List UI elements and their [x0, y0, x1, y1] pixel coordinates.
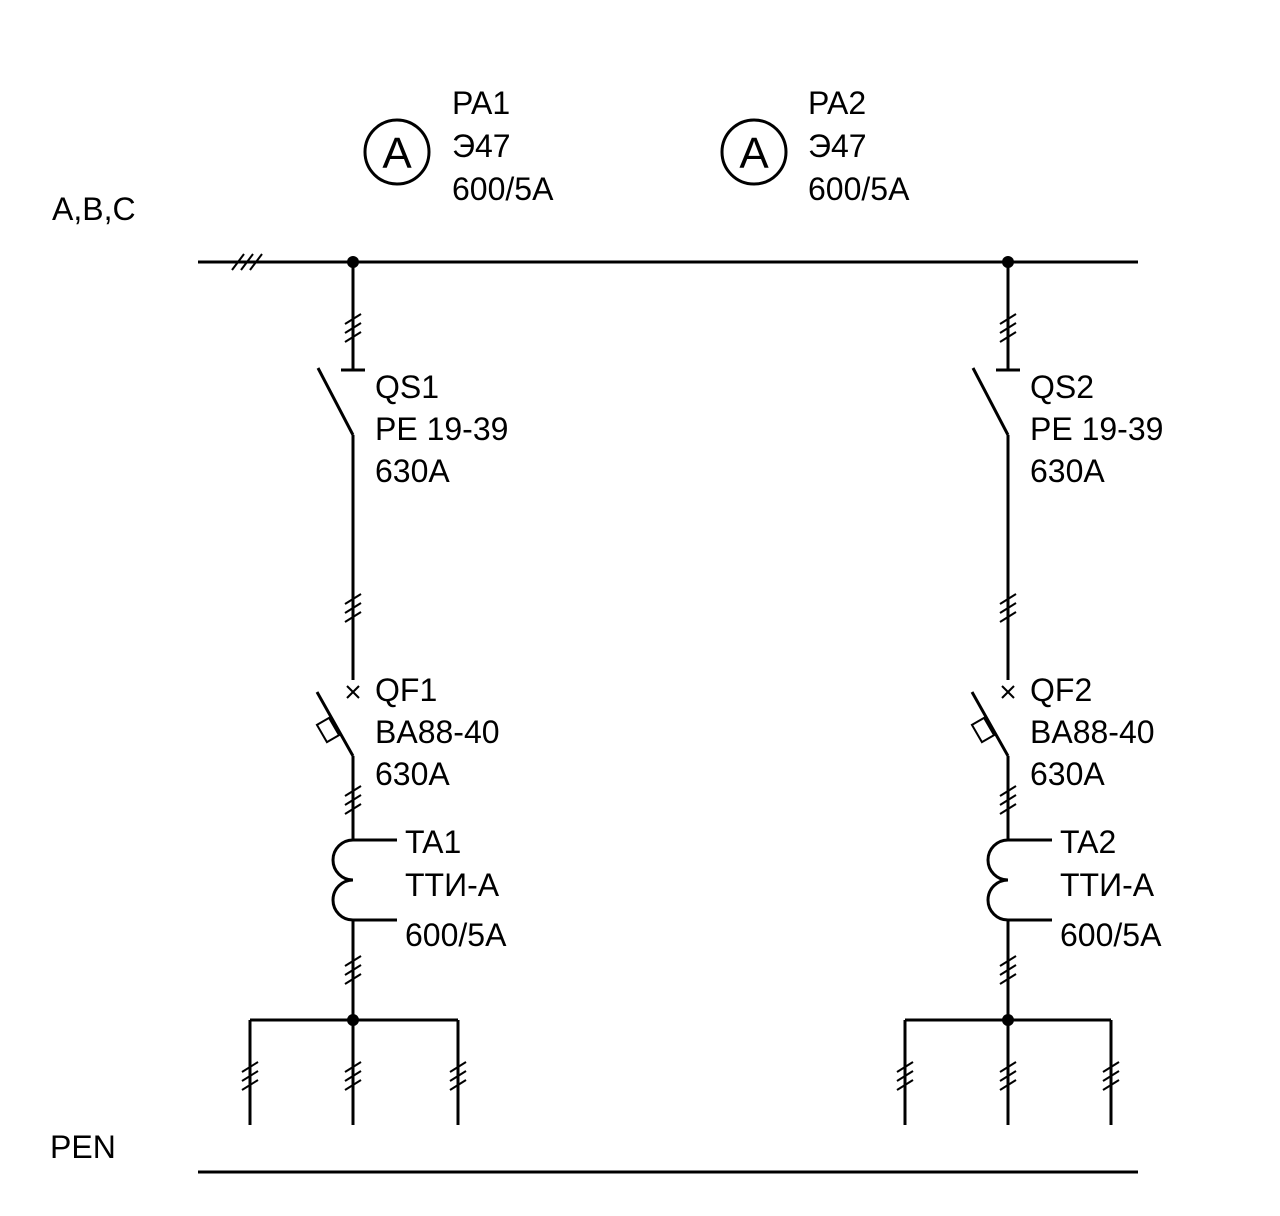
ct-1-designation: TA1	[405, 824, 461, 860]
circuit-breaker-qf1-icon	[315, 685, 360, 840]
pen-label: PEN	[50, 1129, 116, 1165]
ammeter-symbol: A	[739, 129, 769, 178]
breaker-2-designation: QF2	[1030, 672, 1092, 708]
disconnector-qs2-icon	[971, 367, 1020, 680]
ammeter-pa1: A	[363, 118, 431, 186]
switch-2-designation: QS2	[1030, 369, 1094, 405]
switch-2-type: PE 19-39	[1030, 411, 1163, 447]
ammeter-circle-icon	[363, 118, 431, 186]
ct-2-rating: 600/5A	[1060, 917, 1162, 953]
three-phase-mark	[344, 593, 362, 623]
breaker-1-rating: 630A	[375, 756, 450, 792]
ammeter-2-type: Э47	[808, 128, 867, 164]
ammeter-1-rating: 600/5A	[452, 171, 554, 207]
feeder-1-outgoing-lines	[241, 1014, 467, 1125]
breaker-1-designation: QF1	[375, 672, 437, 708]
switch-1-type: PE 19-39	[375, 411, 508, 447]
ammeter-2-designation: PA2	[808, 85, 866, 121]
feeder-2	[896, 256, 1120, 1125]
ammeter-pa2: A	[720, 118, 788, 186]
ammeter-symbol: A	[382, 129, 412, 178]
circuit-breaker-qf2-icon	[970, 685, 1015, 840]
ammeter-circle-icon	[720, 118, 788, 186]
current-transformer-ta1-icon	[331, 838, 397, 1020]
ct-2-designation: TA2	[1060, 824, 1116, 860]
ct-2-type: ТТИ-А	[1060, 867, 1155, 903]
switch-2-rating: 630A	[1030, 453, 1105, 489]
feeder-1	[241, 256, 467, 1125]
breaker-2-rating: 630A	[1030, 756, 1105, 792]
bus-label: A,B,C	[52, 191, 136, 227]
disconnector-qs1-icon	[316, 367, 365, 680]
three-phase-mark	[344, 955, 362, 985]
ammeter-1-type: Э47	[452, 128, 511, 164]
three-phase-mark	[344, 313, 362, 343]
three-phase-mark	[999, 593, 1017, 623]
current-transformer-ta2-icon	[986, 838, 1052, 1020]
feeder-2-outgoing-lines	[896, 1014, 1120, 1125]
breaker-2-type: BA88-40	[1030, 714, 1155, 750]
ammeter-1-designation: PA1	[452, 85, 510, 121]
three-phase-mark	[999, 955, 1017, 985]
ct-1-rating: 600/5A	[405, 917, 507, 953]
ct-1-type: ТТИ-А	[405, 867, 500, 903]
three-phase-mark	[344, 785, 362, 815]
three-phase-mark	[999, 785, 1017, 815]
switch-1-rating: 630A	[375, 453, 450, 489]
main-busbar	[198, 253, 1138, 271]
ammeter-2-rating: 600/5A	[808, 171, 910, 207]
bus-three-phase-mark	[231, 253, 263, 271]
switch-1-designation: QS1	[375, 369, 439, 405]
three-phase-mark	[999, 313, 1017, 343]
breaker-1-type: BA88-40	[375, 714, 500, 750]
